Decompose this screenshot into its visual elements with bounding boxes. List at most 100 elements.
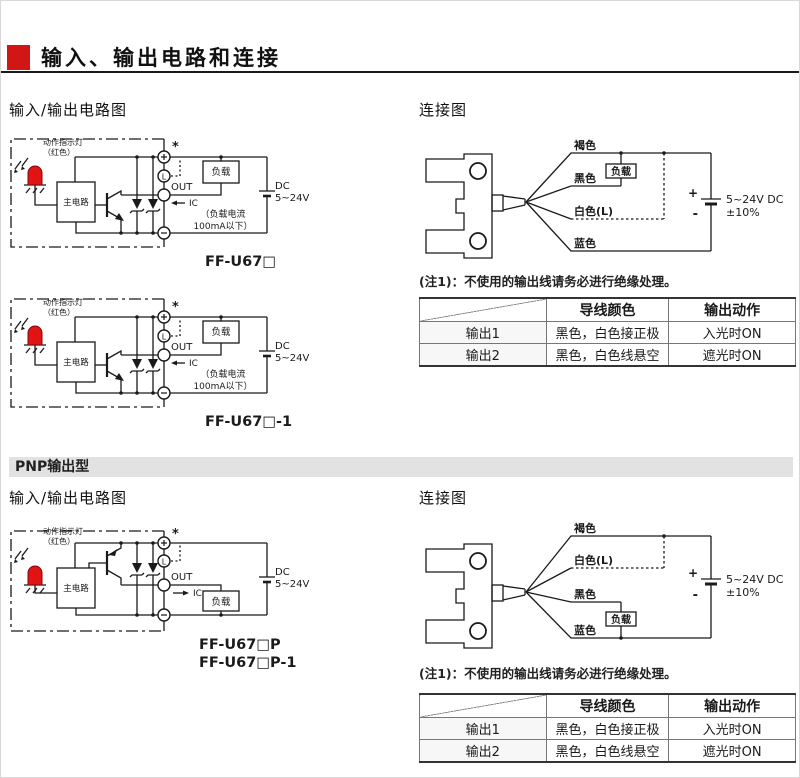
wire-brown <box>525 535 711 593</box>
supply-minus: - <box>693 207 698 222</box>
mounting-hole <box>469 552 487 570</box>
table-row: 输出2 黑色，白色线悬空 遮光时ON <box>419 343 796 367</box>
terminal-l-label: L <box>162 558 167 567</box>
mounting-hole <box>469 232 487 250</box>
wire-white <box>525 201 572 220</box>
supply-minus: - <box>693 588 698 603</box>
led-label-line1: 动作指示灯 <box>43 297 83 307</box>
load-label: 负载 <box>211 596 231 608</box>
wire-blue <box>525 201 711 252</box>
output-action-cell: 遮光时ON <box>668 343 796 367</box>
load-label: 负载 <box>611 613 631 626</box>
transistor-emitter-arrow <box>115 213 124 221</box>
supply-plus: + <box>688 186 698 200</box>
zener-diode-icon <box>132 563 142 573</box>
model-label: FF-U67□ <box>205 254 276 270</box>
slot-sensor-icon <box>425 543 493 649</box>
zener-diode-icon <box>148 359 158 369</box>
transistor-emitter-arrow <box>109 549 117 556</box>
terminal-l <box>157 554 171 568</box>
dc-label-line2: 5~24V <box>275 579 309 590</box>
dc-label-line2: 5~24V <box>275 193 309 204</box>
mounting-hole <box>469 622 487 640</box>
table-row: 输出2 黑色，白色线悬空 遮光时ON <box>419 739 796 763</box>
mounting-hole <box>469 162 487 180</box>
supply-tolerance: ±10% <box>726 206 760 219</box>
led-label-line2: （红色） <box>43 536 75 546</box>
table-row: 输出1 黑色，白色接正极 入光时ON <box>419 321 796 344</box>
load-note-line2: 100mA以下） <box>193 381 252 392</box>
led-indicator-icon <box>27 165 43 186</box>
pnp-connection-diagram: 褐色 白色(L) 黑色 蓝色 负载 + - 5~24V DC ±10% <box>425 521 784 649</box>
main-circuit-label: 主电路 <box>63 583 89 594</box>
wire-black <box>525 591 621 603</box>
cable <box>502 585 526 601</box>
supply-voltage: 5~24V DC <box>726 573 784 586</box>
wire-black-label: 黑色 <box>574 587 596 601</box>
npn-circuit-diagram-2: L * 动作指示灯 （红色） 主电路 OUT IC 负载 （负载电流 100mA… <box>10 297 309 430</box>
ic-label: IC <box>189 359 198 369</box>
pnp-wiring-table: 导线颜色 输出动作 输出1 黑色，白色接正极 入光时ON 输出2 黑色，白色线悬… <box>419 693 796 763</box>
wire-color-cell: 黑色，白色线悬空 <box>545 739 670 763</box>
ic-label: IC <box>193 589 202 599</box>
cable <box>502 195 526 211</box>
wire-white-label: 白色(L) <box>574 204 613 218</box>
zener-diode-icon <box>148 199 158 209</box>
sensor-outline-dashed-box <box>10 138 164 248</box>
load-label: 负载 <box>611 165 631 178</box>
npn-circuit-diagram-1: L * 动作指示灯 （红色） 主电路 OUT IC 负载 （负载电流 100mA… <box>10 137 309 270</box>
asterisk: * <box>172 300 179 315</box>
table-corner-cell <box>419 297 547 322</box>
load-box <box>202 590 240 612</box>
wire-white <box>525 567 572 593</box>
model-label: FF-U67□P-1 <box>199 655 297 671</box>
load-box <box>202 160 240 184</box>
col-header-output-action: 输出动作 <box>668 693 796 718</box>
load-label: 负载 <box>211 326 231 338</box>
model-label: FF-U67□P <box>199 637 281 653</box>
section-marker-square <box>7 45 30 70</box>
ic-arrow <box>183 590 189 596</box>
npn-note: (注1)：不使用的输出线请务必进行绝缘处理。 <box>419 274 677 289</box>
load-note-line2: 100mA以下） <box>193 221 252 232</box>
out-label: OUT <box>171 342 193 353</box>
dc-label-line1: DC <box>275 341 290 352</box>
wire-brown-label: 褐色 <box>573 521 596 535</box>
cable-boss <box>491 584 504 602</box>
npn-circuit-heading: 输入/输出电路图 <box>9 101 128 119</box>
wire-blue-label: 蓝色 <box>574 623 596 637</box>
npn-connection-heading: 连接图 <box>419 101 468 119</box>
row-label: 输出1 <box>419 321 547 344</box>
wire-color-cell: 黑色，白色接正极 <box>545 717 670 740</box>
page-title: 输入、输出电路和连接 <box>41 46 281 70</box>
ic-arrow <box>171 200 177 206</box>
pnp-note: (注1)：不使用的输出线请务必进行绝缘处理。 <box>419 666 677 681</box>
pnp-section-bar: PNP输出型 <box>9 457 793 477</box>
terminal-out <box>157 188 171 202</box>
cable-boss <box>491 194 504 212</box>
asterisk-red: * <box>172 527 179 542</box>
dc-label-line1: DC <box>275 567 290 578</box>
pnp-connection-heading: 连接图 <box>419 489 468 507</box>
row-label: 输出2 <box>419 343 547 367</box>
npn-wiring-table: 导线颜色 输出动作 输出1 黑色，白色接正极 入光时ON 输出2 黑色，白色线悬… <box>419 297 796 367</box>
wire-white-label: 白色(L) <box>574 553 613 567</box>
table-header-row: 导线颜色 输出动作 <box>419 297 796 322</box>
out-label: OUT <box>171 572 193 583</box>
main-circuit-label: 主电路 <box>63 197 89 208</box>
row-label: 输出2 <box>419 739 547 763</box>
led-label-line2: （红色） <box>43 307 75 317</box>
model-label: FF-U67□-1 <box>205 414 292 430</box>
load-note-line1: （负载电流 <box>200 368 245 380</box>
output-action-cell: 入光时ON <box>668 321 796 344</box>
row-label: 输出1 <box>419 717 547 740</box>
dc-label-line2: 5~24V <box>275 353 309 364</box>
zener-diode-icon <box>132 359 142 369</box>
title-underline <box>1 71 799 73</box>
terminal-l-label: L <box>162 333 167 342</box>
led-indicator-icon <box>27 565 43 586</box>
col-header-wire-color: 导线颜色 <box>545 693 670 718</box>
ic-label: IC <box>189 199 198 209</box>
table-corner-cell <box>419 693 547 718</box>
